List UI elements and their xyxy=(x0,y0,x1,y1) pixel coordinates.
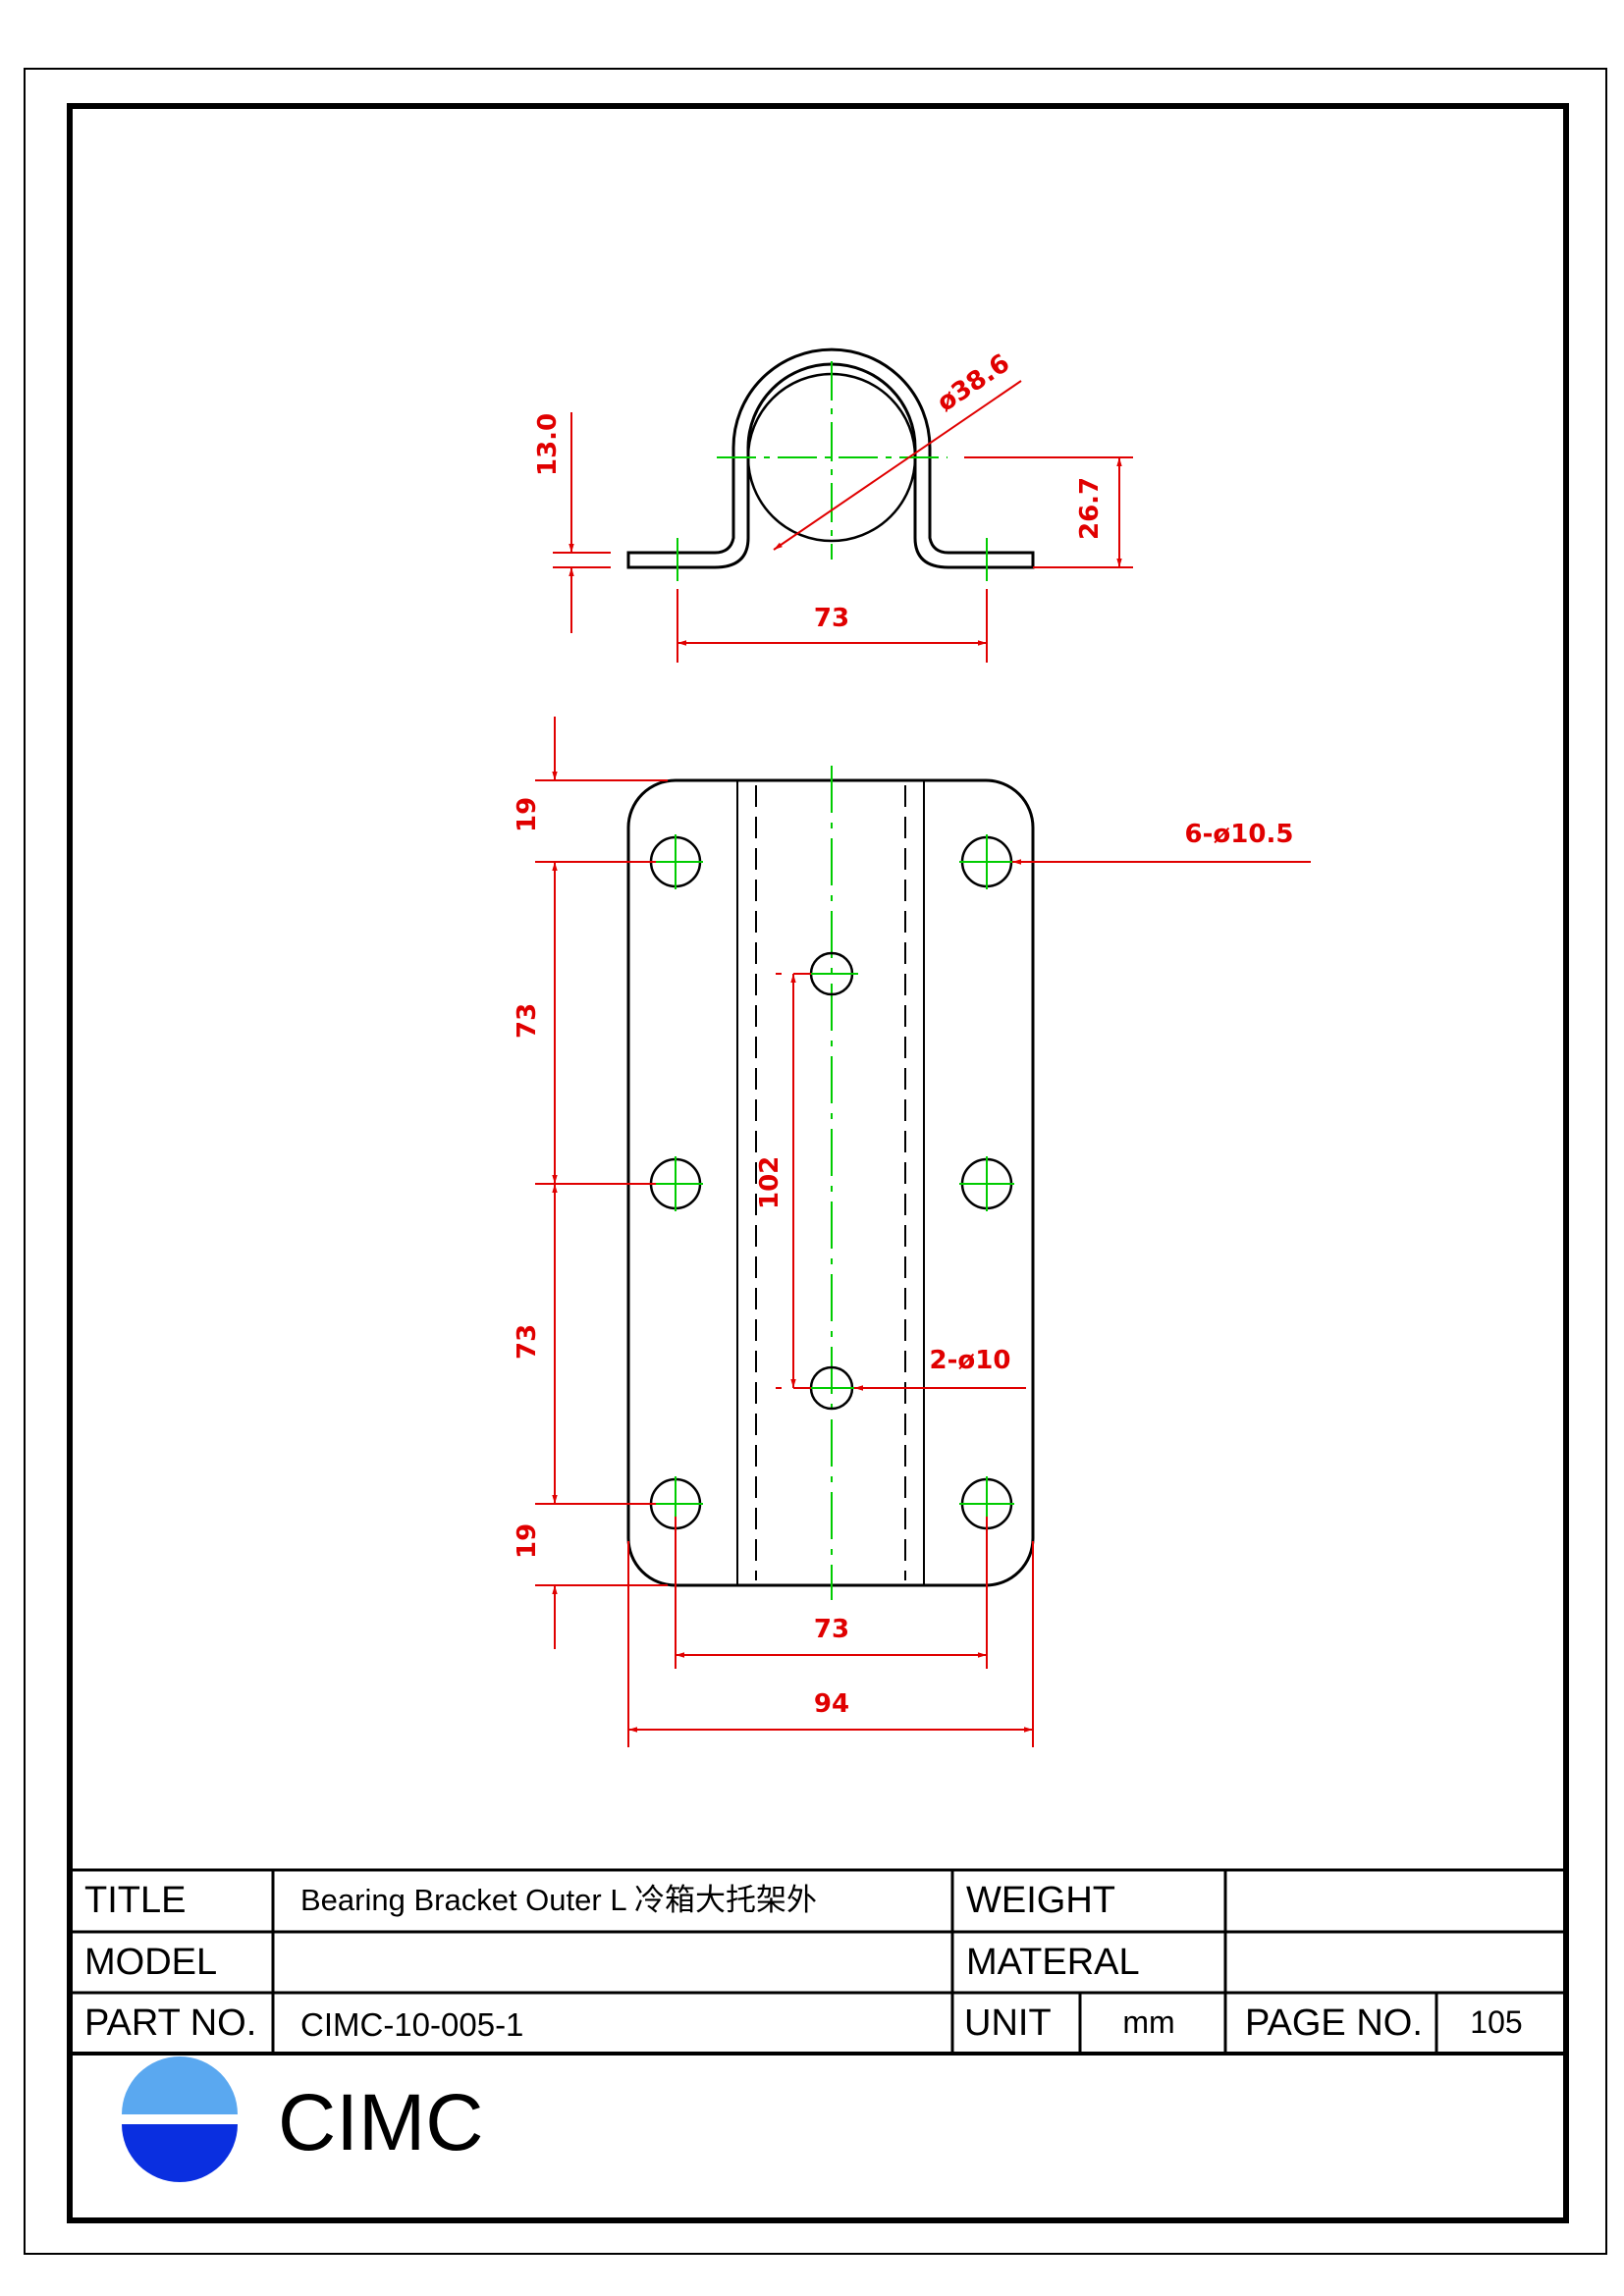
pitch-2-label: 73 xyxy=(513,1324,542,1360)
diameter-leader xyxy=(773,380,1022,551)
logo-bottom-half xyxy=(122,2124,238,2182)
bottom-dims xyxy=(627,1517,1034,1747)
page-no-value: 105 xyxy=(1470,2004,1522,2040)
part-no-value: CIMC-10-005-1 xyxy=(300,2006,523,2043)
title-block xyxy=(70,1868,1566,2056)
pitch-1-label: 73 xyxy=(513,1003,542,1039)
left-dim-chain xyxy=(535,717,668,1649)
edge-bottom-label: 19 xyxy=(513,1523,542,1559)
model-label: MODEL xyxy=(84,1942,217,1983)
slot-spacing-label: 102 xyxy=(755,1156,785,1209)
logo-stripe xyxy=(122,2115,238,2123)
brand-name: CIMC xyxy=(278,2078,484,2167)
overall-width-label: 94 xyxy=(814,1689,849,1719)
outer-sheet-border xyxy=(24,68,1607,2255)
thickness-label: 13.0 xyxy=(533,413,563,476)
part-no-label: PART NO. xyxy=(84,2002,256,2044)
unit-value: mm xyxy=(1122,2004,1174,2040)
title-value: Bearing Bracket Outer L 冷箱大托架外 xyxy=(300,1883,817,1917)
bracket-profile-outer xyxy=(626,347,1035,569)
inner-holes-label: 2-ø10 xyxy=(930,1346,1011,1375)
pipe-diameter-label: ø38.6 xyxy=(932,348,1015,418)
logo-top-half xyxy=(122,2056,238,2114)
height-label: 26.7 xyxy=(1075,477,1105,540)
material-label: MATERAL xyxy=(966,1942,1140,1983)
outer-holes-label: 6-ø10.5 xyxy=(1185,820,1294,849)
page-no-label: PAGE NO. xyxy=(1245,2002,1423,2044)
hole-width-label: 73 xyxy=(814,1615,849,1644)
edge-top-label: 19 xyxy=(513,797,542,832)
hole-spacing-label: 73 xyxy=(814,604,849,633)
title-label: TITLE xyxy=(84,1880,186,1921)
top-view: ø38.6 13.0 26.7 73 xyxy=(533,347,1133,663)
unit-label: UNIT xyxy=(964,2002,1052,2044)
cimc-logo xyxy=(122,2056,238,2182)
weight-label: WEIGHT xyxy=(966,1880,1115,1921)
plan-view: 19 73 73 19 102 6-ø10.5 2-ø10 73 94 xyxy=(513,717,1311,1747)
drawing-frame xyxy=(67,103,1569,2223)
inner-hole-ext-marks xyxy=(776,973,782,1389)
